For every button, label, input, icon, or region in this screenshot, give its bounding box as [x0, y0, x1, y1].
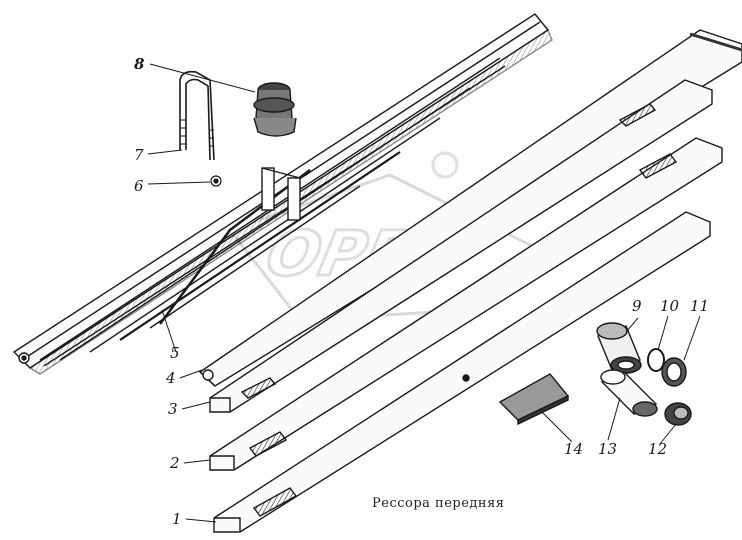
- callout-8: 8: [134, 55, 145, 73]
- ring-11: [661, 357, 687, 387]
- u-bolt: [179, 70, 215, 161]
- callout-12: 12: [648, 440, 668, 458]
- callout-7: 7: [134, 146, 144, 164]
- callout-6: 6: [134, 177, 144, 195]
- callout-3: 3: [168, 400, 178, 418]
- callout-11: 11: [690, 297, 710, 315]
- callout-10: 10: [660, 297, 680, 315]
- washer-10: [647, 348, 665, 372]
- plate-14: [498, 373, 570, 426]
- spring-assembly: [12, 13, 553, 375]
- sleeve-13: [600, 369, 658, 417]
- callout-14: 14: [564, 440, 584, 458]
- leaf-3: [209, 79, 713, 413]
- callout-5: 5: [170, 344, 180, 362]
- bushing-9: [596, 322, 642, 374]
- leaf-1: [213, 211, 711, 533]
- callout-2: 2: [170, 454, 180, 472]
- bushing-12: [664, 402, 692, 426]
- leaf-2: [209, 137, 723, 471]
- nut: [210, 175, 222, 187]
- callout-1: 1: [172, 510, 182, 528]
- callout-13: 13: [598, 440, 618, 458]
- diagram-caption: Рессора передняя: [372, 496, 505, 511]
- callout-9: 9: [632, 297, 642, 315]
- bump-stop: [253, 82, 297, 137]
- callout-4: 4: [166, 369, 176, 387]
- leader-lines: [147, 63, 701, 523]
- leaf-4: [198, 29, 742, 387]
